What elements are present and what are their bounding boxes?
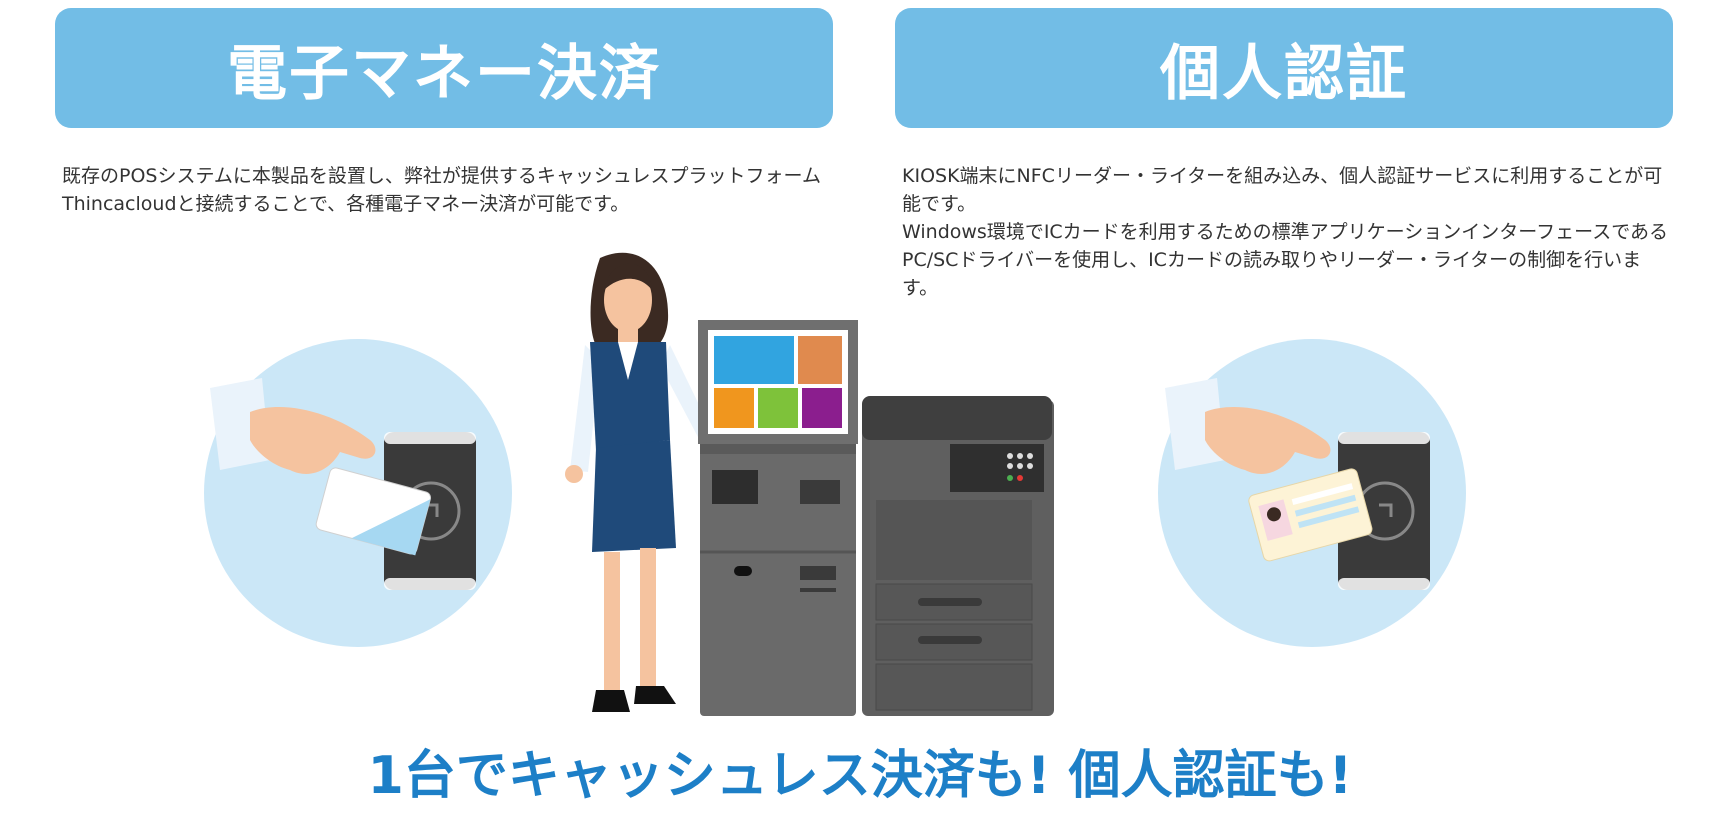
- woman-left-leg: [604, 552, 620, 692]
- woman-left-shoe: [592, 690, 630, 712]
- printer-key: [1027, 463, 1033, 469]
- id-nfc-arrow-icon: [1379, 503, 1393, 517]
- printer-output-tray: [876, 500, 1032, 580]
- id-card-illustration: [1158, 339, 1466, 647]
- id-card-photo-face: [1266, 507, 1281, 522]
- id-card-line-2: [1294, 494, 1357, 517]
- tagline: 1台でキャッシュレス決済も! 個人認証も!: [367, 746, 1353, 806]
- printer-key: [1017, 463, 1023, 469]
- banner-personal-authentication: 個人認証: [895, 8, 1673, 128]
- personal-authentication-description-text-1: KIOSK端末にNFCリーダー・ライターを組み込み、個人認証サービスに利用するこ…: [902, 165, 1663, 215]
- printer-key: [1017, 453, 1023, 459]
- woman-hair-fringe: [604, 263, 652, 290]
- id-reader-top-edge: [1338, 432, 1430, 444]
- id-reader-bottom-edge: [1338, 578, 1430, 590]
- woman-left-hand: [565, 465, 583, 483]
- multifunction-printer: [862, 396, 1054, 716]
- screen-tile-green: [758, 388, 798, 428]
- electronic-money-description-text: 既存のPOSシステムに本製品を設置し、弊社が提供するキャッシュレスプラットフォー…: [62, 165, 821, 215]
- screen-tile-amber: [714, 388, 754, 428]
- screen-tile-blue: [714, 336, 794, 384]
- kiosk-slot-line: [800, 588, 836, 592]
- woman-neck: [618, 326, 638, 342]
- personal-authentication-description-text-2: Windows環境でICカードを利用するための標準アプリケーションインターフェー…: [902, 221, 1669, 299]
- printer-key: [1027, 453, 1033, 459]
- personal-authentication-description: KIOSK端末にNFCリーダー・ライターを組み込み、個人認証サービスに利用するこ…: [902, 162, 1672, 302]
- kiosk-lock: [734, 566, 752, 576]
- banner-electronic-money: 電子マネー決済: [55, 8, 833, 128]
- payment-card-illustration: [204, 339, 512, 647]
- id-card-line-3: [1297, 506, 1360, 529]
- woman-right-leg: [640, 548, 656, 688]
- printer-drawer-handle-1: [918, 598, 982, 606]
- printer-stop-key: [1017, 475, 1023, 481]
- printer-scanner-lid: [862, 396, 1052, 440]
- payment-card-stripe: [351, 499, 431, 556]
- printer-key: [1007, 453, 1013, 459]
- staff-woman: [565, 252, 729, 712]
- printer-paper-drawer-3: [875, 663, 1033, 711]
- kiosk-card-slot: [800, 480, 840, 504]
- card-reader-bottom-edge: [384, 578, 476, 590]
- screen-tile-orange: [798, 336, 842, 384]
- kiosk-top-ledge: [700, 444, 856, 454]
- woman-right-shoe: [634, 686, 676, 704]
- left-hand: [250, 407, 376, 474]
- woman-skirt: [592, 440, 676, 552]
- card-reader-top-edge: [384, 432, 476, 444]
- kiosk-receipt-slot: [800, 566, 836, 580]
- screen-tile-purple: [802, 388, 842, 428]
- id-reader-device: [1338, 432, 1430, 590]
- kiosk-illustration: [204, 252, 1466, 716]
- id-card-line-1: [1291, 483, 1354, 505]
- printer-start-key: [1007, 475, 1013, 481]
- woman-face: [604, 268, 652, 332]
- woman-collar: [618, 342, 638, 380]
- electronic-money-description: 既存のPOSシステムに本製品を設置し、弊社が提供するキャッシュレスプラットフォー…: [62, 162, 832, 218]
- kiosk-body: [700, 444, 856, 716]
- printer-drawer-handle-2: [918, 636, 982, 644]
- printer-key: [1007, 463, 1013, 469]
- right-hand: [1205, 407, 1331, 474]
- woman-vest: [590, 342, 670, 450]
- kiosk-nfc-reader: [712, 470, 758, 504]
- kiosk-terminal: [698, 320, 858, 716]
